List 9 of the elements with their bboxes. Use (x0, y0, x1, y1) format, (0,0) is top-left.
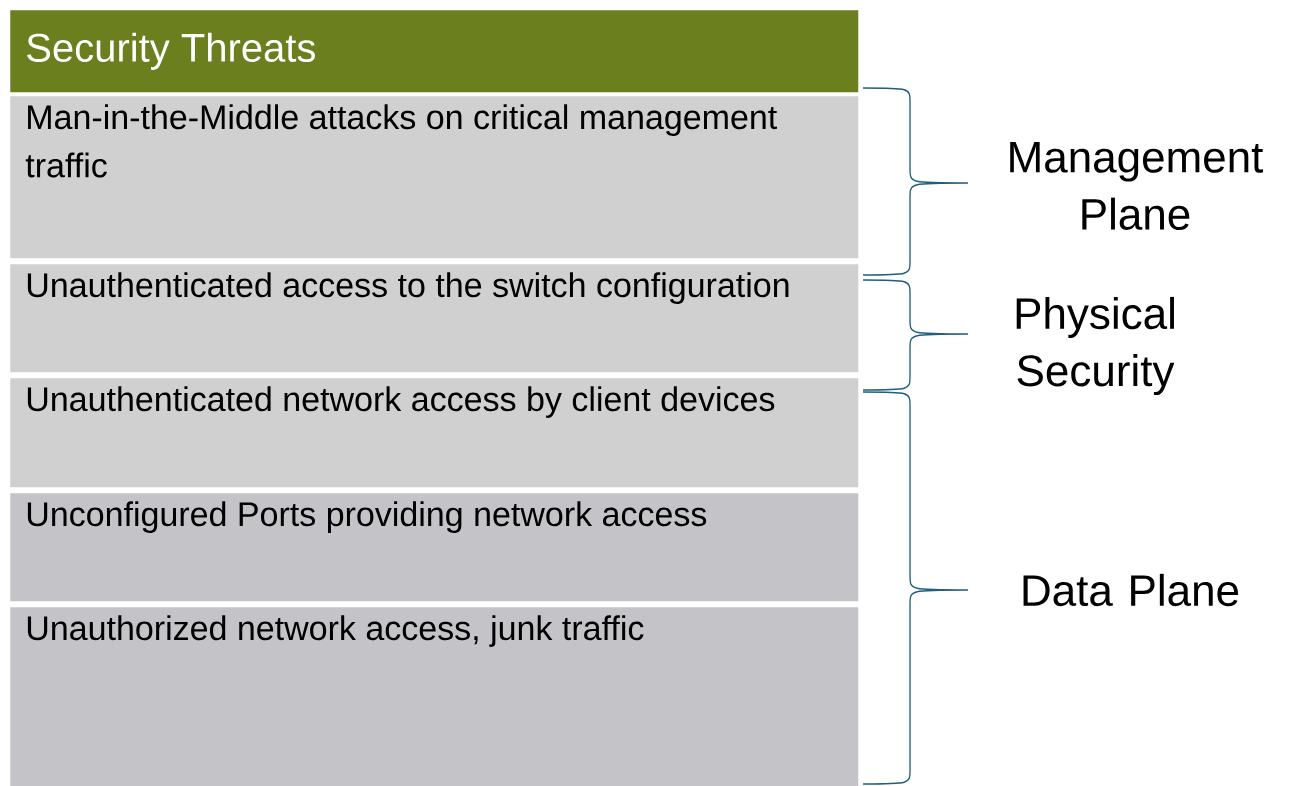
plane-label: Data Plane (1023, 573, 1239, 607)
plane-label: Management Plane (1010, 142, 1264, 230)
table-row: Unauthenticated network access by client devices (10, 378, 859, 488)
table-row: Unauthorized network access, junk traffic (10, 607, 859, 786)
header-bar: Security Threats (10, 10, 859, 93)
table-row: Man-in-the-Middle attacks on critical management traffic (10, 96, 859, 259)
plane-label: Physical Security (1016, 296, 1175, 396)
table-row: Unconfigured Ports providing network access (10, 493, 859, 602)
table-row: Unauthenticated access to the switch configuration (10, 264, 859, 373)
